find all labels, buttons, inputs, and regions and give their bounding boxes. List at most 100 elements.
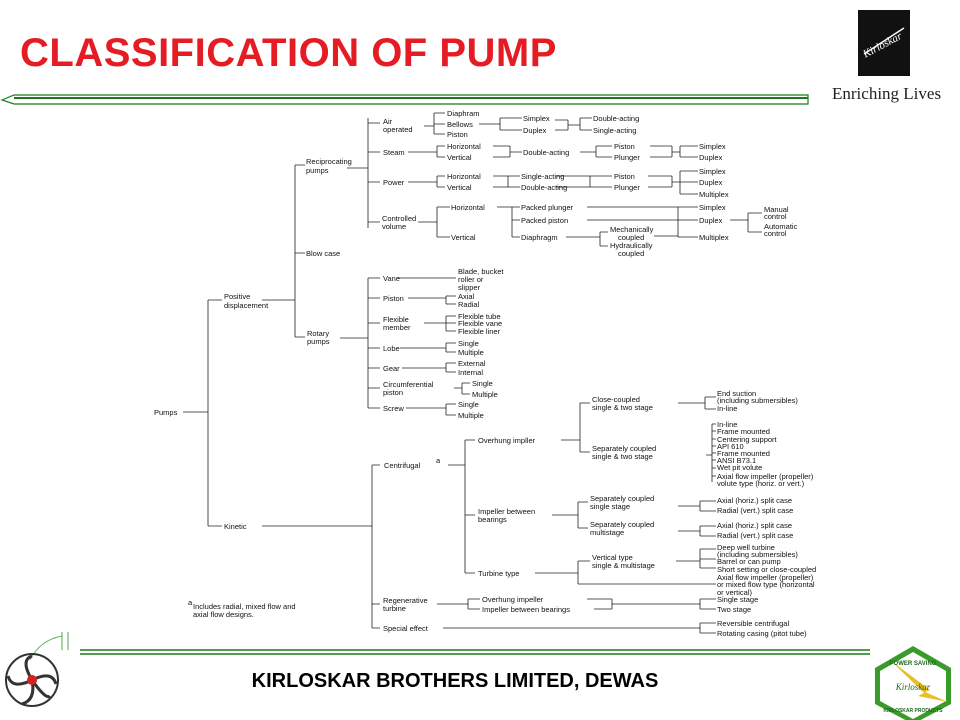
node-rotary-2: pumps [307,337,330,346]
footnote-line-1: Includes radial, mixed flow and [193,602,296,611]
diagram-label: Single stage [717,595,758,604]
tree-lines [183,112,762,634]
diagram-label: Bellows [447,120,473,129]
node-centrifugal: Centrifugal [384,461,421,470]
diagram-label: Deep well turbine [717,543,775,552]
diagram-label: Flexible [383,315,409,324]
diagram-label: Gear [383,364,400,373]
node-steam: Steam [383,148,405,157]
diagram-label: Radial (vert.) split case [717,531,793,540]
diagram-label: End suction [717,389,756,398]
diagram-label: Centering support [717,435,778,444]
diagram-label: Separately coupled [590,520,654,529]
diagram-label: Single-acting [521,172,564,181]
node-pumps: Pumps [154,408,178,417]
diagram-label: a [188,598,193,607]
diagram-label: Multiplex [699,233,729,242]
node-recip-2: pumps [306,166,329,175]
diagram-label: multistage [590,528,624,537]
diagram-label: or mixed flow type (horizontal [717,580,815,589]
diagram-label: Single-acting [593,126,636,135]
diagram-label: Vertical [447,183,472,192]
diagram-label: Duplex [699,178,723,187]
diagram-label: Impeller between bearings [482,605,570,614]
diagram-label: single & two stage [592,452,653,461]
badge-center-text: Kirloskar [895,682,931,692]
diagram-label: Flexible vane [458,319,502,328]
diagram-label: Multiple [458,411,484,420]
diagram-label: volute type (horiz. or vert.) [717,479,805,488]
node-positive-1: Positive [224,292,250,301]
diagram-label: Turbine type [478,569,519,578]
diagram-label: Multiple [458,348,484,357]
diagram-label: piston [383,388,403,397]
diagram-label: Double-acting [593,114,639,123]
diagram-label: Separately coupled [590,494,654,503]
diagram-label: Manual [764,205,789,214]
tagline: Enriching Lives [832,84,942,103]
diagram-label: Axial (horiz.) split case [717,521,792,530]
diagram-label: Hydraulically [610,241,653,250]
diagram-label: Vertical [447,153,472,162]
diagram-label: Frame mounted [717,427,770,436]
diagram-label: Rotating casing (pitot tube) [717,629,807,638]
diagram-label: Flexible liner [458,327,501,336]
diagram-label: Regenerative [383,596,428,605]
diagram-label: (including submersibles) [717,396,798,405]
bottom-rule [80,649,870,655]
diagram-label: Multiplex [699,190,729,199]
diagram-label: Automatic [764,222,798,231]
diagram-label: In-line [717,420,737,429]
diagram-label: single stage [590,502,630,511]
diagram-label: single & multistage [592,561,655,570]
diagram-label: turbine [383,604,406,613]
diagram-label: Horizontal [451,203,485,212]
diagram-label: Overhung impeller [482,595,544,604]
diagram-label: Two stage [717,605,751,614]
diagram-label: bearings [478,515,507,524]
diagram-label: Plunger [614,183,640,192]
diagram-label: API 610 [717,442,744,451]
diagram-label: Wet pit volute [717,463,762,472]
diagram-label: or vertical) [717,588,753,597]
diagram-label: control [764,229,787,238]
diagram-label: Radial [458,300,480,309]
diagram-label: Special effect [383,624,429,633]
power-saving-badge: POWER SAVING Kirloskar KIRLOSKAR PRODUCT… [875,646,951,720]
kirloskar-logo: Kirloskar [858,10,910,76]
diagram-label: Axial flow impeller (propeller) [717,472,814,481]
footer-company: KIRLOSKAR BROTHERS LIMITED, DEWAS [251,670,659,692]
diagram-label: coupled [618,249,644,258]
diagram-label: Impeller between [478,507,535,516]
node-kinetic: Kinetic [224,522,247,531]
diagram-label: Mechanically [610,225,654,234]
diagram-label: Separately coupled [592,444,656,453]
diagram-label: Diaphragm [521,233,558,242]
node-recip-1: Reciprocating [306,157,352,166]
diagram-label: Simplex [523,114,550,123]
node-cv-2: volume [382,222,406,231]
diagram-label: Simplex [699,203,726,212]
diagram-label: Internal [458,368,483,377]
node-air-2: operated [383,125,413,134]
diagram-label: Horizontal [447,142,481,151]
diagram-label: Circumferential [383,380,434,389]
diagram-label: Overhung impller [478,436,536,445]
diagram-label: Screw [383,404,404,413]
kirloskar-logo-icon: Kirloskar [860,27,905,61]
diagram-label: Simplex [699,167,726,176]
diagram-label: Diaphram [447,109,480,118]
badge-top-text: POWER SAVING [890,661,937,667]
diagram-label: slipper [458,283,481,292]
diagram-label: Duplex [523,126,547,135]
diagram-label: Vertical type [592,553,633,562]
diagram-label: Double-acting [521,183,567,192]
diagram-label: Plunger [614,153,640,162]
diagram-label: coupled [618,233,644,242]
diagram-label: Piston [614,172,635,181]
diagram-label: Duplex [699,153,723,162]
top-rule [0,94,809,105]
diagram-label: Frame mounted [717,449,770,458]
diagram-label: Packed plunger [521,203,574,212]
